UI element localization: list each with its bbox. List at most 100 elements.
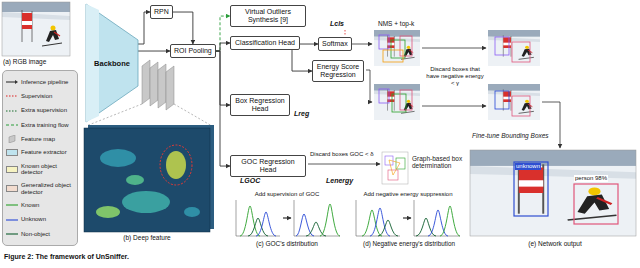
goc-distribution-plot	[240, 206, 260, 236]
training-flow-arrow	[216, 16, 230, 51]
legend-text: Extra supervision	[21, 107, 67, 114]
goc-distribution-plot	[296, 214, 314, 236]
deep-feature-map	[184, 207, 200, 217]
graph-thumbnail	[393, 163, 400, 175]
loss-label: Lenergy	[326, 177, 353, 185]
flow-arrows	[403, 217, 411, 218]
legend-sample	[6, 124, 18, 125]
pipeline-arrow	[292, 50, 312, 71]
region-title: Graph-based box determination	[412, 155, 466, 170]
legend-sample	[6, 219, 18, 220]
detection-thumbnails	[379, 89, 389, 103]
goc-distribution-plot	[236, 200, 340, 236]
flow-arrows	[308, 164, 380, 165]
network-output-image	[470, 150, 636, 236]
flow-arrows	[422, 106, 486, 107]
box-label: Box Regression Head	[234, 97, 286, 113]
deep-feature-map	[166, 151, 186, 179]
legend-sample	[6, 107, 18, 115]
energy-distribution-plot	[362, 210, 382, 236]
pipeline-arrow	[216, 43, 230, 51]
flow-arrows	[352, 44, 372, 45]
goc-distribution-plot	[248, 218, 268, 236]
goc-distribution-plot	[256, 212, 276, 236]
detection-thumbnails	[374, 84, 420, 120]
pipeline-arrow	[300, 44, 318, 45]
legend-panel: Inference pipelineSupervisionExtra super…	[2, 70, 78, 246]
feature-map-stack	[150, 62, 158, 106]
legend-sample	[6, 135, 18, 143]
panel-label: (b) Deep feature	[92, 234, 202, 241]
goc-distribution-plot	[236, 200, 280, 236]
region-shape	[226, 149, 468, 189]
goc-regression-head: GOC Regression Head	[230, 155, 306, 177]
detection-thumbnails	[383, 50, 403, 62]
loss-label: Lcls	[330, 20, 344, 28]
goc-distribution-plot	[320, 204, 340, 236]
legend-text: Known	[21, 202, 39, 209]
feature-map-stack	[142, 60, 150, 104]
legend-sample	[6, 216, 18, 224]
deep-feature-map	[100, 149, 136, 167]
detection-thumbnails	[400, 36, 412, 56]
energy-distribution-plot	[378, 220, 398, 236]
graph-thumbnail	[382, 152, 408, 184]
detection-thumbnails	[488, 84, 540, 120]
deep-feature-map	[122, 191, 170, 213]
legend-text: Supervision	[21, 93, 52, 100]
legend-sample	[6, 121, 18, 129]
supervision-lines	[345, 30, 346, 36]
legend-swatch	[6, 185, 18, 192]
step-note: NMS + top-k	[378, 20, 414, 27]
softmax-box: Softmax	[318, 37, 352, 51]
rgb-image	[2, 2, 70, 56]
box-regression-head: Box Regression Head	[230, 94, 290, 116]
detection-thumbnails	[379, 35, 389, 49]
legend-row: Feature map	[6, 135, 74, 143]
panel-label: (c) GOC's distribution	[232, 240, 342, 247]
energy-regression-box: Energy Score Regression	[312, 60, 364, 82]
energy-distribution-plot	[414, 200, 460, 236]
roi-pooling-box: ROI Pooling	[170, 44, 216, 58]
legend-text: Feature map	[21, 136, 55, 143]
legend-row: Extra supervision	[6, 107, 74, 115]
detection-tag: unknown	[515, 163, 541, 170]
step-note: Discard boxes that have negative energy …	[424, 66, 486, 87]
legend-row: Unknown	[6, 216, 74, 224]
flow-arrows	[366, 70, 372, 102]
network-output-image	[574, 184, 618, 224]
legend-sample	[6, 201, 18, 209]
box-label: ROI Pooling	[174, 47, 212, 55]
feature-map-stack	[158, 64, 166, 108]
classification-head: Classification Head	[230, 36, 300, 50]
box-label: Virtual Outliers Synthesis [9]	[234, 8, 302, 24]
box-label: Softmax	[322, 40, 348, 48]
zoom-lines	[174, 104, 212, 126]
legend-text: Feature extractor	[21, 149, 67, 156]
legend-swatch	[6, 166, 18, 173]
pipeline-arrow	[173, 12, 193, 44]
energy-distribution-plot	[428, 210, 448, 236]
figure-caption: Figure 2: The framework of UnSniffer.	[4, 253, 129, 261]
legend-sample	[6, 233, 18, 234]
region-title: Fine-tune Bounding Boxes	[472, 132, 566, 139]
box-label: Classification Head	[234, 39, 296, 47]
legend-row: Supervision	[6, 92, 74, 100]
deep-feature-map	[126, 175, 144, 185]
legend-sample	[15, 80, 18, 84]
flow-arrows	[422, 48, 486, 49]
legend-text: Generalized object detector	[21, 182, 74, 195]
pipeline-arrow	[138, 12, 150, 44]
legend-row: Feature extractor	[6, 149, 74, 156]
legend-sample	[9, 135, 15, 143]
legend-swatch	[6, 149, 18, 156]
legend-sample	[6, 78, 18, 86]
detection-thumbnails	[374, 30, 540, 120]
legend-text: Extra training flow	[21, 122, 69, 129]
feature-map-stack	[142, 60, 174, 110]
legend-text: Non-object	[21, 231, 50, 238]
detection-thumbnails	[512, 42, 530, 62]
rgb-image	[2, 2, 70, 56]
flow-arrows	[283, 217, 291, 218]
graph-thumbnail	[389, 160, 393, 175]
